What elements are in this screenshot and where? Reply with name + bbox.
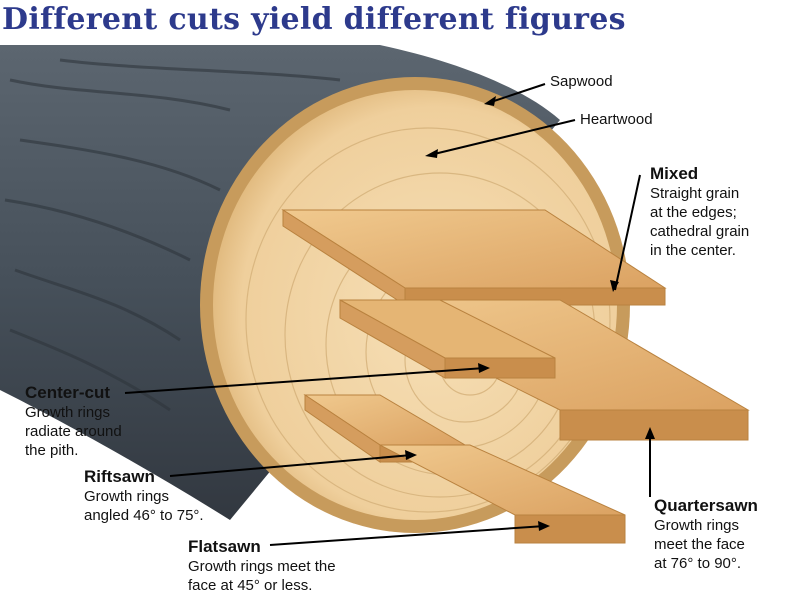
arrowheads: [405, 96, 655, 531]
label-flatsawn-head: Flatsawn: [188, 537, 261, 556]
flatsawn-arrowhead: [538, 521, 550, 531]
label-mixed-desc: Straight grain at the edges; cathedral g…: [650, 185, 750, 259]
riftsawn-leader: [169, 454, 413, 477]
label-flatsawn: Flatsawn Growth rings meet the face at 4…: [188, 537, 336, 595]
quartersawn-arrowhead: [645, 427, 655, 439]
page-title: Different cuts yield different figures: [0, 0, 800, 44]
label-center-cut: Center-cut Growth rings radiate around t…: [25, 383, 122, 460]
label-riftsawn-head: Riftsawn: [84, 467, 155, 486]
label-mixed: Mixed Straight grain at the edges; cathe…: [650, 164, 749, 260]
label-riftsawn-desc: Growth rings angled 46° to 75°.: [84, 488, 204, 524]
label-quartersawn: Quartersawn Growth rings meet the face a…: [654, 496, 758, 573]
label-quartersawn-desc: Growth rings meet the face at 76° to 90°…: [654, 517, 745, 572]
bark-texture: [4, 58, 341, 412]
mixed-leader: [614, 174, 641, 291]
label-flatsawn-desc: Growth rings meet the face at 45° or les…: [188, 558, 336, 594]
label-center-cut-head: Center-cut: [25, 383, 111, 402]
board-center-cut: [339, 299, 556, 379]
label-sapwood: Sapwood: [550, 73, 613, 90]
label-quartersawn-head: Quartersawn: [654, 496, 758, 515]
sapwood-arrowhead: [484, 96, 496, 106]
label-center-cut-desc: Growth rings radiate around the pith.: [25, 404, 122, 459]
label-heartwood: Heartwood: [580, 111, 653, 128]
center-cut-arrowhead: [478, 363, 490, 373]
label-riftsawn: Riftsawn Growth rings angled 46° to 75°.: [84, 467, 204, 525]
heartwood-leader: [429, 119, 576, 156]
flatsawn-leader: [269, 525, 546, 546]
heartwood-arrowhead: [425, 149, 438, 158]
sapwood-leader: [487, 83, 546, 104]
label-mixed-head: Mixed: [650, 164, 699, 183]
center-cut-leader: [124, 367, 486, 394]
leader-lines: [124, 83, 651, 546]
board-flatsawn: [379, 444, 626, 544]
mixed-arrowhead: [610, 280, 619, 292]
riftsawn-arrowhead: [405, 450, 417, 460]
